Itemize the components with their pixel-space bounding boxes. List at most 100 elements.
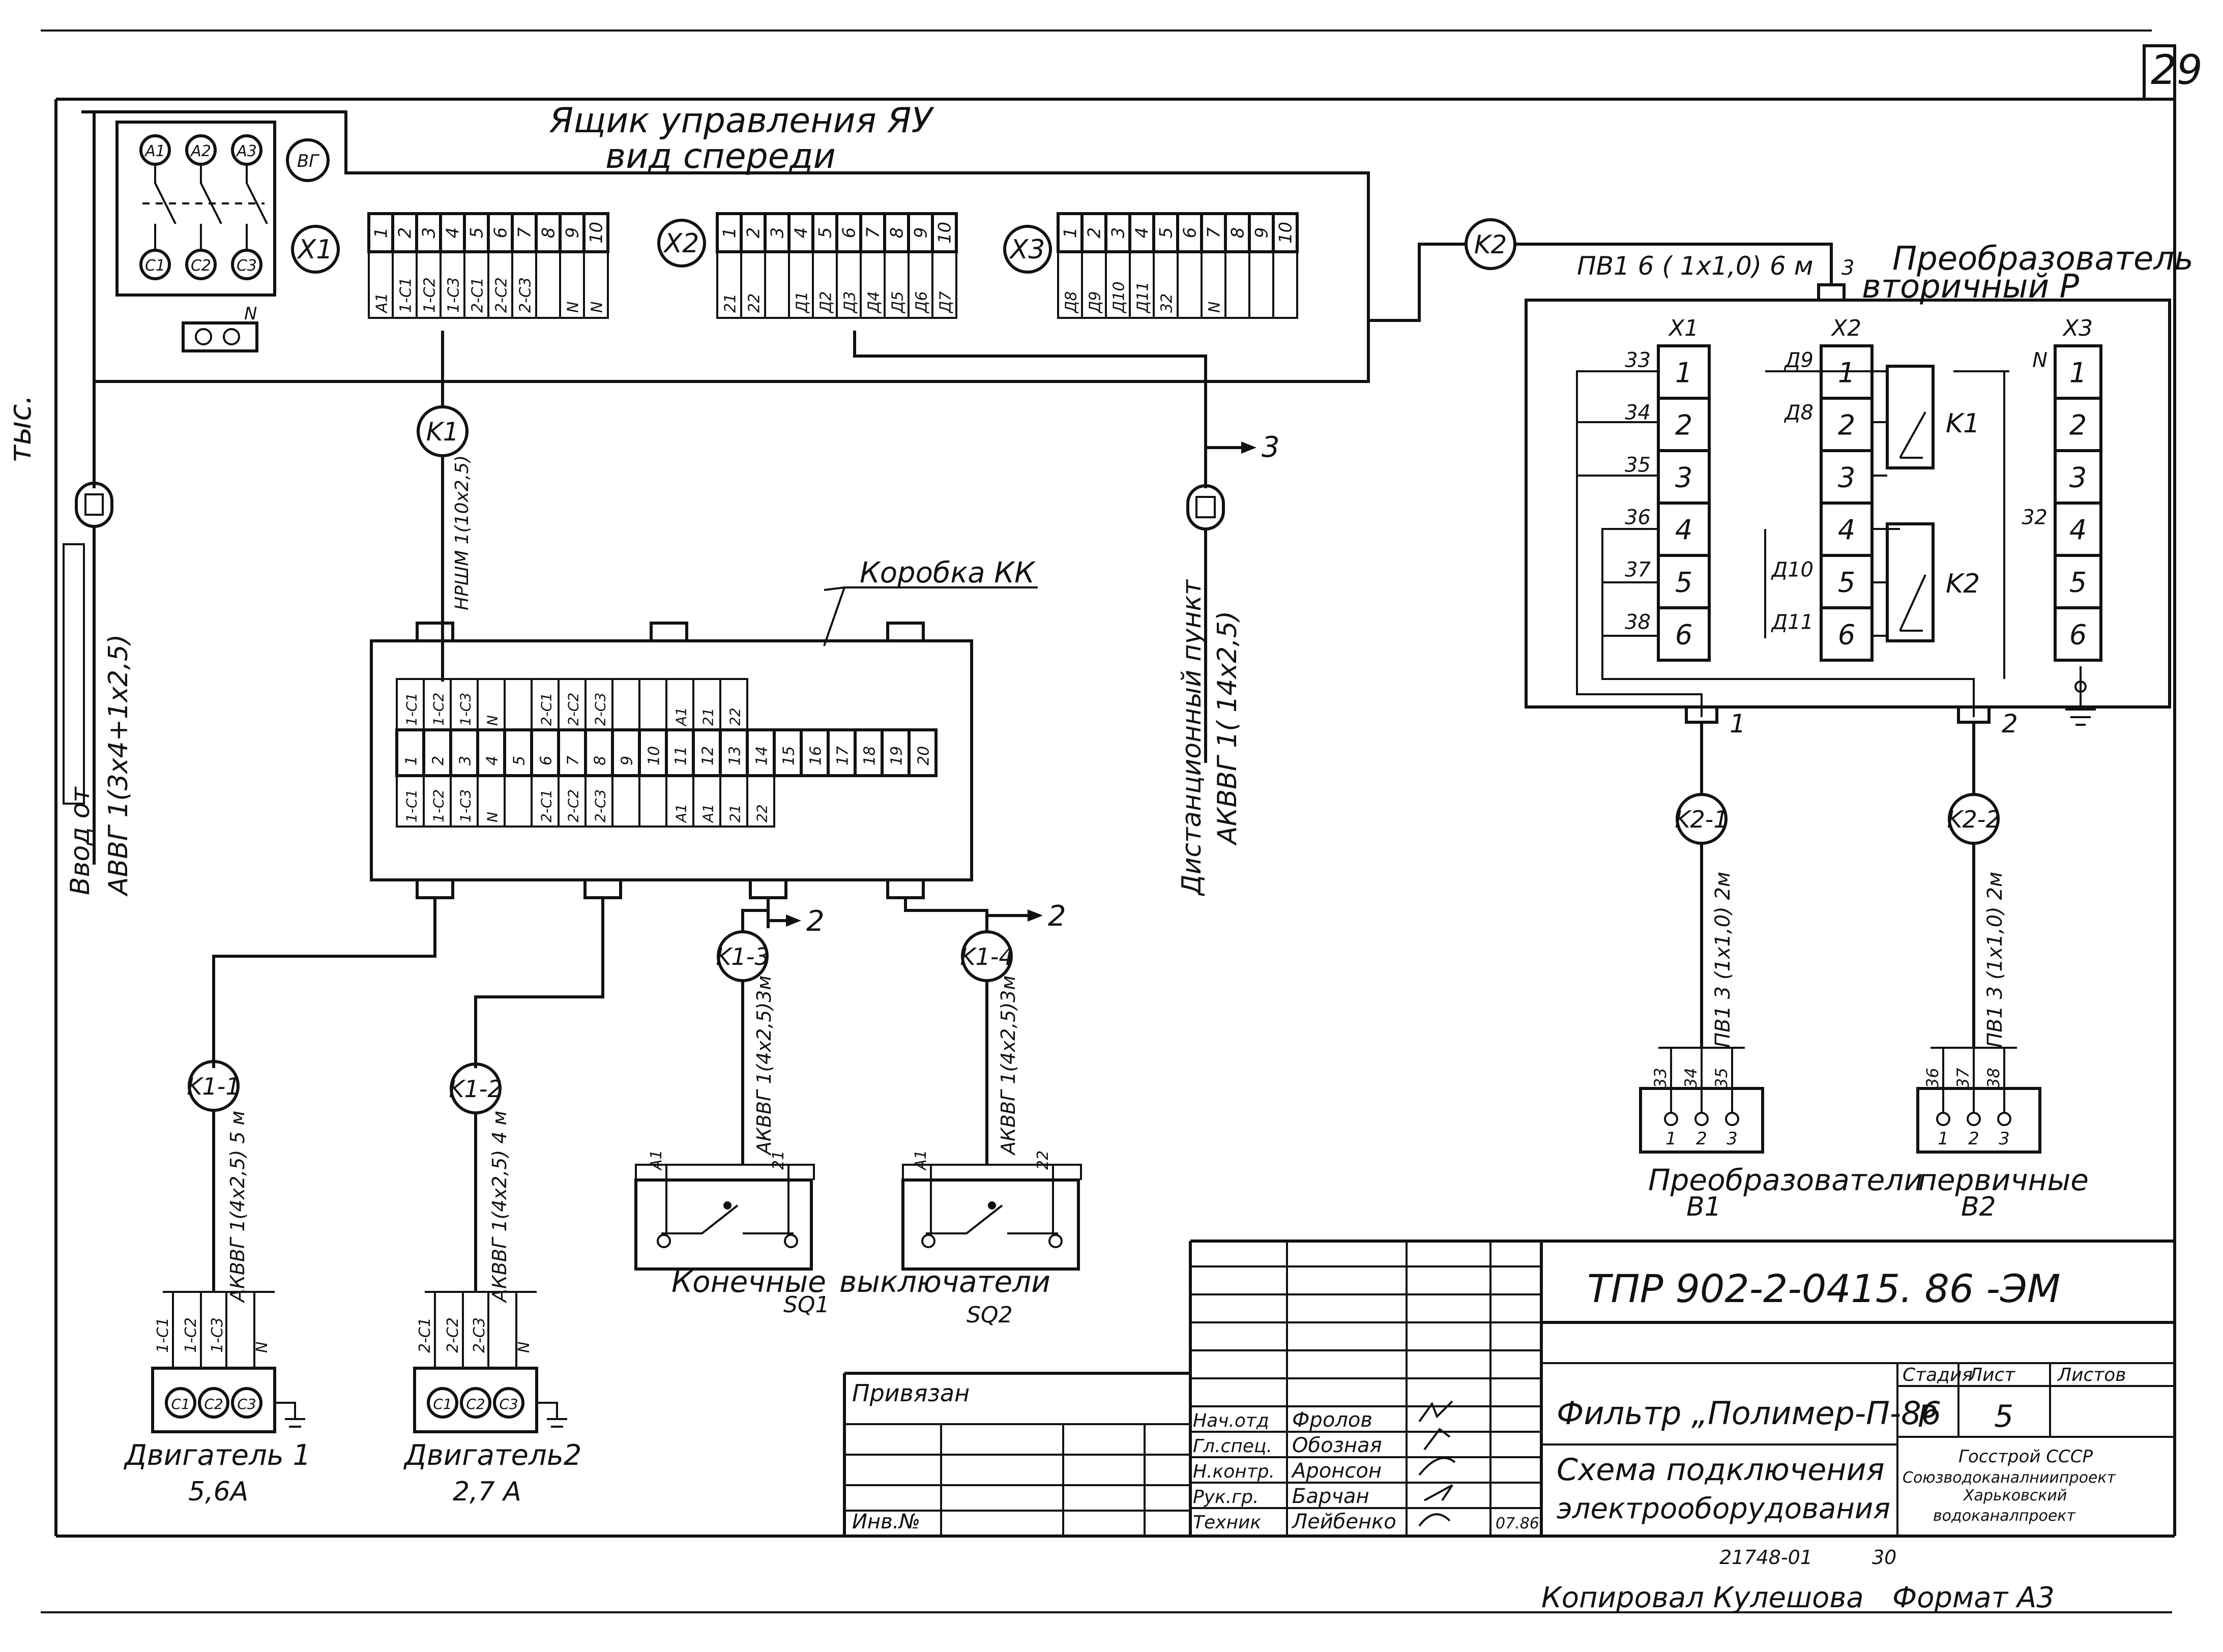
strip-x1-label: X1 [297,234,333,265]
jb-bottom-wire-label: 2-C1 [538,789,555,822]
jb-terminal-1 [395,728,425,777]
jb-bottom-wire-label: N [484,812,501,822]
sheet-frame: 29 тыс. [3,29,2203,1613]
relay-k1-label: K1 [1946,408,1980,439]
x2-wire-label: Д5 [889,291,907,314]
cable-k2: K2 ПВ1 6 ( 1х1,0) 6 м 3 [1368,218,1854,322]
jb-terminal-number: 14 [753,746,771,765]
x1-wire-label: N [589,302,606,313]
conv-x1-terminal-number: 3 [1675,462,1692,494]
x2-wire-label: Д3 [841,291,859,314]
cable-k2-2-spec: ПВ1 3 (1х1,0) 2м [1983,872,2007,1048]
role-2: Гл.спец. [1193,1436,1272,1457]
jb-terminal-9 [611,728,641,777]
jb-terminal-number: 3 [457,756,475,765]
conv-x2-terminal-number: 3 [1838,462,1855,494]
cable-k1-2-label: K1-2 [449,1075,502,1103]
jb-terminal-number: 4 [484,756,502,765]
converter-outlet-2: 2 [2002,709,2018,739]
primary-converter-b1: 33 34 35 1 2 3 B1 [1639,1047,1764,1222]
jb-terminal-number: 7 [565,756,582,765]
motor-2-terminal-1 [427,1387,458,1419]
b2-wire-2: 37 [1953,1068,1973,1088]
conv-x2-terminal-number: 1 [1838,357,1855,389]
jb-terminal-number: 10 [646,746,663,765]
jb-terminal-number: 9 [619,756,636,765]
motor-2-wire-4: N [515,1342,533,1353]
x3-terminal-number: 8 [1228,227,1248,239]
conv-x1-wire-label: 36 [1625,506,1651,529]
jb-terminal-2 [422,728,452,777]
conv-x2-terminal-number: 2 [1838,409,1855,441]
input-cable-title: Ввод от [65,786,96,895]
breaker-bottom-label-3: C3 [237,257,257,275]
jb-terminal-3 [449,728,479,777]
motor-2-ground-icon [537,1402,567,1428]
x1-terminal-number: 10 [587,222,607,244]
motor-2-terminal-2 [460,1387,491,1419]
conv-x3-terminal-number: 5 [2069,567,2087,599]
sq1-wire-a1: A1 [648,1149,665,1171]
junction-box-title: Коробка КК [860,556,1036,589]
motor-1-wire-2: 1-C2 [182,1317,200,1353]
motor-2-wire-2: 2-C2 [444,1317,462,1353]
cable-k1-2: K1-2 АКВВГ 1(4х2,5) 4 м [449,898,604,1304]
motor-2-term-label-2: C2 [466,1396,485,1412]
motor-1-wire-4: N [253,1342,271,1353]
jb-terminal-8 [584,728,614,777]
x1-terminal-number: 6 [491,227,511,239]
jb-top-wire-label: 22 [727,707,744,726]
motor-2-wire-3: 2-C3 [471,1317,488,1353]
conv-x2-terminal-number: 6 [1838,619,1855,651]
cable-remote: 3 Дистанционный пункт АКВВГ 1( 14х2,5) [853,331,1280,896]
b2-label: B2 [1961,1192,1996,1222]
cable-k1-3-arrow: 2 [806,905,825,938]
cable-k1-3-spec: АКВВГ 1(4х2,5)3м [753,976,775,1156]
b2-term-2: 2 [1968,1129,1979,1149]
x2-wire-label: Д1 [794,291,811,314]
role-5: Техник [1193,1512,1261,1533]
primary-caption-1: Преобразователи [1648,1163,1923,1197]
x2-wire-label: 22 [746,293,764,313]
cable-k2-count: 3 [1841,256,1854,280]
strip-x3-label: X3 [1009,234,1045,265]
motor-1-caption: Двигатель 1 [123,1439,311,1472]
limit-switch-sq1: A1 21 SQ1 [634,1149,830,1318]
jb-terminal-number: 2 [430,756,448,765]
x3-terminal-number: 5 [1156,227,1177,239]
conv-x3-wire-label: N [2032,349,2047,372]
conv-x1-wire-label: 34 [1625,401,1651,425]
motor-1-terminal-2 [198,1387,229,1419]
jb-bottom-wire-label: 1-C2 [430,789,447,822]
conv-x2-wire-label: Д9 [1783,349,1813,372]
conv-x1-terminal-number: 2 [1675,409,1692,441]
b1-term-1: 1 [1665,1129,1677,1149]
breaker-bottom-label-2: C2 [191,257,211,275]
jb-bottom-wire-label: A1 [673,804,690,823]
jb-top-wire-label: 2-C1 [538,693,555,726]
jb-top-wire-label: A1 [673,707,690,727]
x1-wire-label: N [565,302,582,313]
input-cable-spec: АВВГ 1(3х4+1х2,5) [103,634,134,897]
cable-k1-1-label: K1-1 [187,1073,240,1100]
x2-wire-label: Д2 [817,291,835,314]
cable-k2-2-label: K2-2 [1947,806,2000,833]
motor-2: 2-C1 2-C2 2-C3 N C1 C2 C3 Двигатель2 2,7… [403,1291,581,1507]
motor-2-term-label-3: C3 [499,1396,518,1412]
x3-wire-label: 32 [1158,293,1176,313]
jb-bottom-wire-label: 22 [754,804,771,822]
x2-terminal-number: 9 [911,227,931,239]
jb-bottom-wire-label: 2-C2 [565,789,582,822]
role-3: Н.контр. [1193,1461,1275,1482]
jb-terminal-number: 12 [699,746,717,765]
x1-terminal-number: 4 [443,227,463,239]
strip-x2-marker [657,219,706,268]
cable-k1-4-spec: АКВВГ 1(4х2,5)3м [997,976,1019,1156]
x2-terminal-number: 7 [863,227,884,238]
org-line-4: водоканалпроект [1933,1507,2076,1525]
